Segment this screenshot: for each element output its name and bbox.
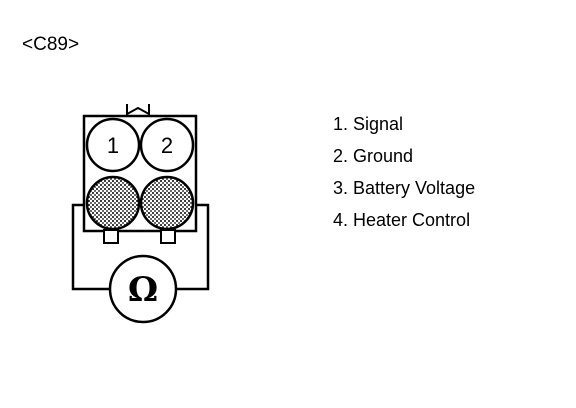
meter-lead-right (176, 203, 210, 291)
ohm-symbol: Ω (128, 270, 158, 310)
pin-description: 1. Signal (333, 114, 404, 134)
pin-2-label: 2 (161, 133, 173, 158)
ohmmeter-icon (108, 254, 178, 324)
pin-description: 3. Battery Voltage (333, 178, 476, 198)
probe-tip-right (160, 229, 176, 244)
meter-lead-left (71, 203, 110, 291)
pin-4 (139, 175, 195, 231)
pin-2 (139, 117, 195, 173)
pin-description: 4. Heater Control (333, 210, 471, 230)
pin-function-list: 1. Signal 2. Ground 3. Battery Voltage 4… (333, 108, 475, 236)
probe-tip-left (103, 229, 119, 244)
pin-3 (85, 175, 141, 231)
connector-latch-icon (126, 104, 150, 116)
pin-1-label: 1 (107, 133, 119, 158)
pin-1 (85, 117, 141, 173)
pin-description: 2. Ground (333, 146, 414, 166)
connector-id-label: <C89> (22, 34, 80, 55)
